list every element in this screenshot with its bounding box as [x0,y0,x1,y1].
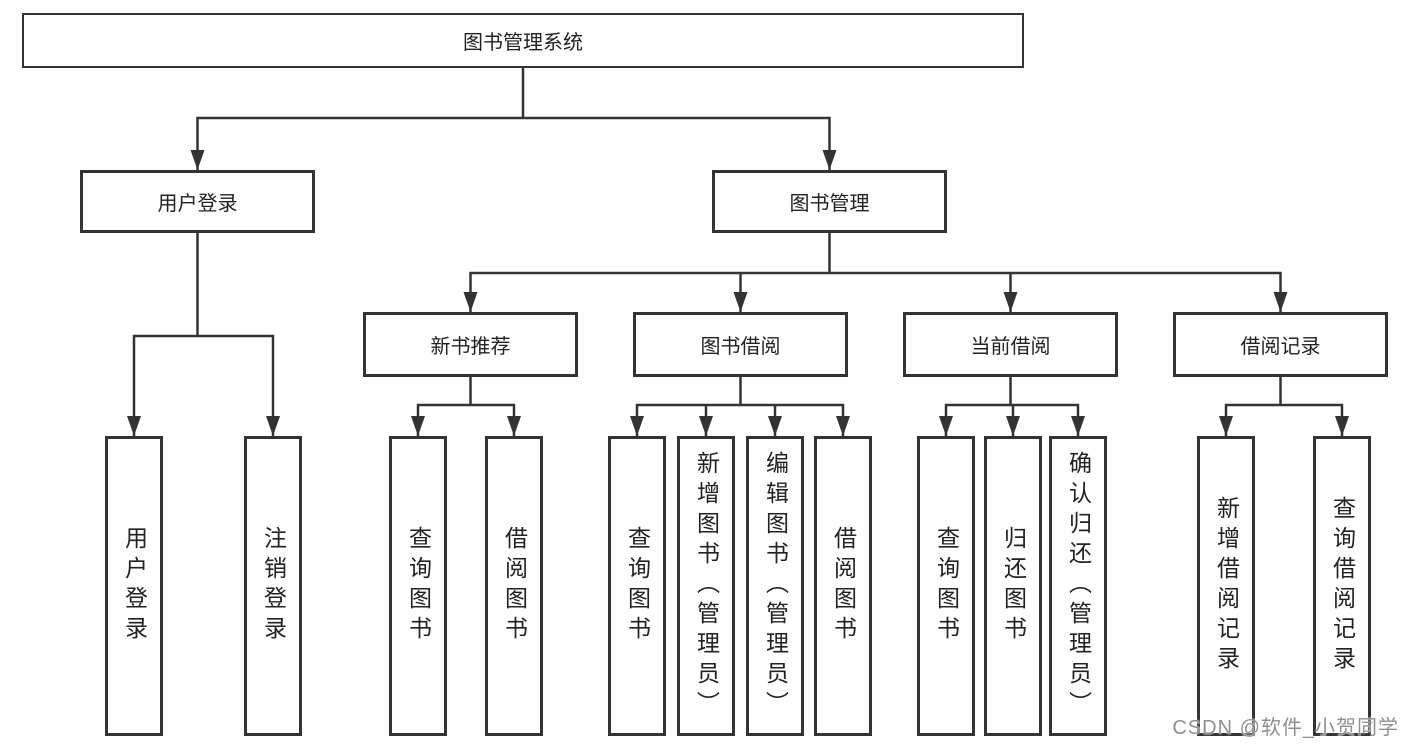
leaf-edit-books-admin: 编辑图书（管理员） [746,436,804,736]
node-current-borrowing: 当前借阅 [903,312,1118,377]
node-label: 当前借阅 [970,336,1051,358]
leaf-label: 确认归还（管理员） [1065,451,1092,721]
node-borrowing-records: 借阅记录 [1173,312,1388,377]
leaf-label: 查询图书 [933,526,960,646]
leaf-label: 归还图书 [1000,526,1027,646]
node-book-borrowing: 图书借阅 [633,312,848,377]
node-label: 图书管理 [789,193,870,215]
leaf-label: 注销登录 [260,526,287,646]
leaf-query-borrow-record: 查询借阅记录 [1313,436,1371,736]
node-book-management: 图书管理 [712,170,947,233]
node-label: 用户登录 [157,193,238,215]
leaf-recommend-borrow-books: 借阅图书 [485,436,543,736]
leaf-borrowing-query-books: 查询图书 [608,436,666,736]
leaf-label: 借阅图书 [830,526,857,646]
leaf-current-query-books: 查询图书 [917,436,975,736]
leaf-borrowing-borrow-books: 借阅图书 [814,436,872,736]
leaf-label: 查询图书 [624,526,651,646]
leaf-add-borrow-record: 新增借阅记录 [1197,436,1255,736]
node-label: 图书借阅 [700,336,781,358]
node-library-management-system: 图书管理系统 [22,13,1024,68]
leaf-label: 编辑图书（管理员） [762,451,789,721]
leaf-label: 用户登录 [121,526,148,646]
node-label: 新书推荐 [430,336,511,358]
leaf-logout: 注销登录 [244,436,302,736]
csdn-watermark: CSDN @软件_小贺同学 [1172,717,1399,739]
node-user-login: 用户登录 [80,170,315,233]
node-label: 借阅记录 [1240,336,1321,358]
leaf-label: 新增借阅记录 [1213,496,1240,676]
leaf-recommend-query-books: 查询图书 [389,436,447,736]
node-label: 图书管理系统 [463,32,583,54]
leaf-label: 借阅图书 [501,526,528,646]
leaf-label: 查询借阅记录 [1329,496,1356,676]
leaf-return-books: 归还图书 [984,436,1042,736]
leaf-label: 新增图书（管理员） [693,451,720,721]
leaf-user-login: 用户登录 [105,436,163,736]
leaf-confirm-return-admin: 确认归还（管理员） [1049,436,1107,736]
node-new-book-recommendation: 新书推荐 [363,312,578,377]
leaf-add-books-admin: 新增图书（管理员） [677,436,735,736]
leaf-label: 查询图书 [405,526,432,646]
